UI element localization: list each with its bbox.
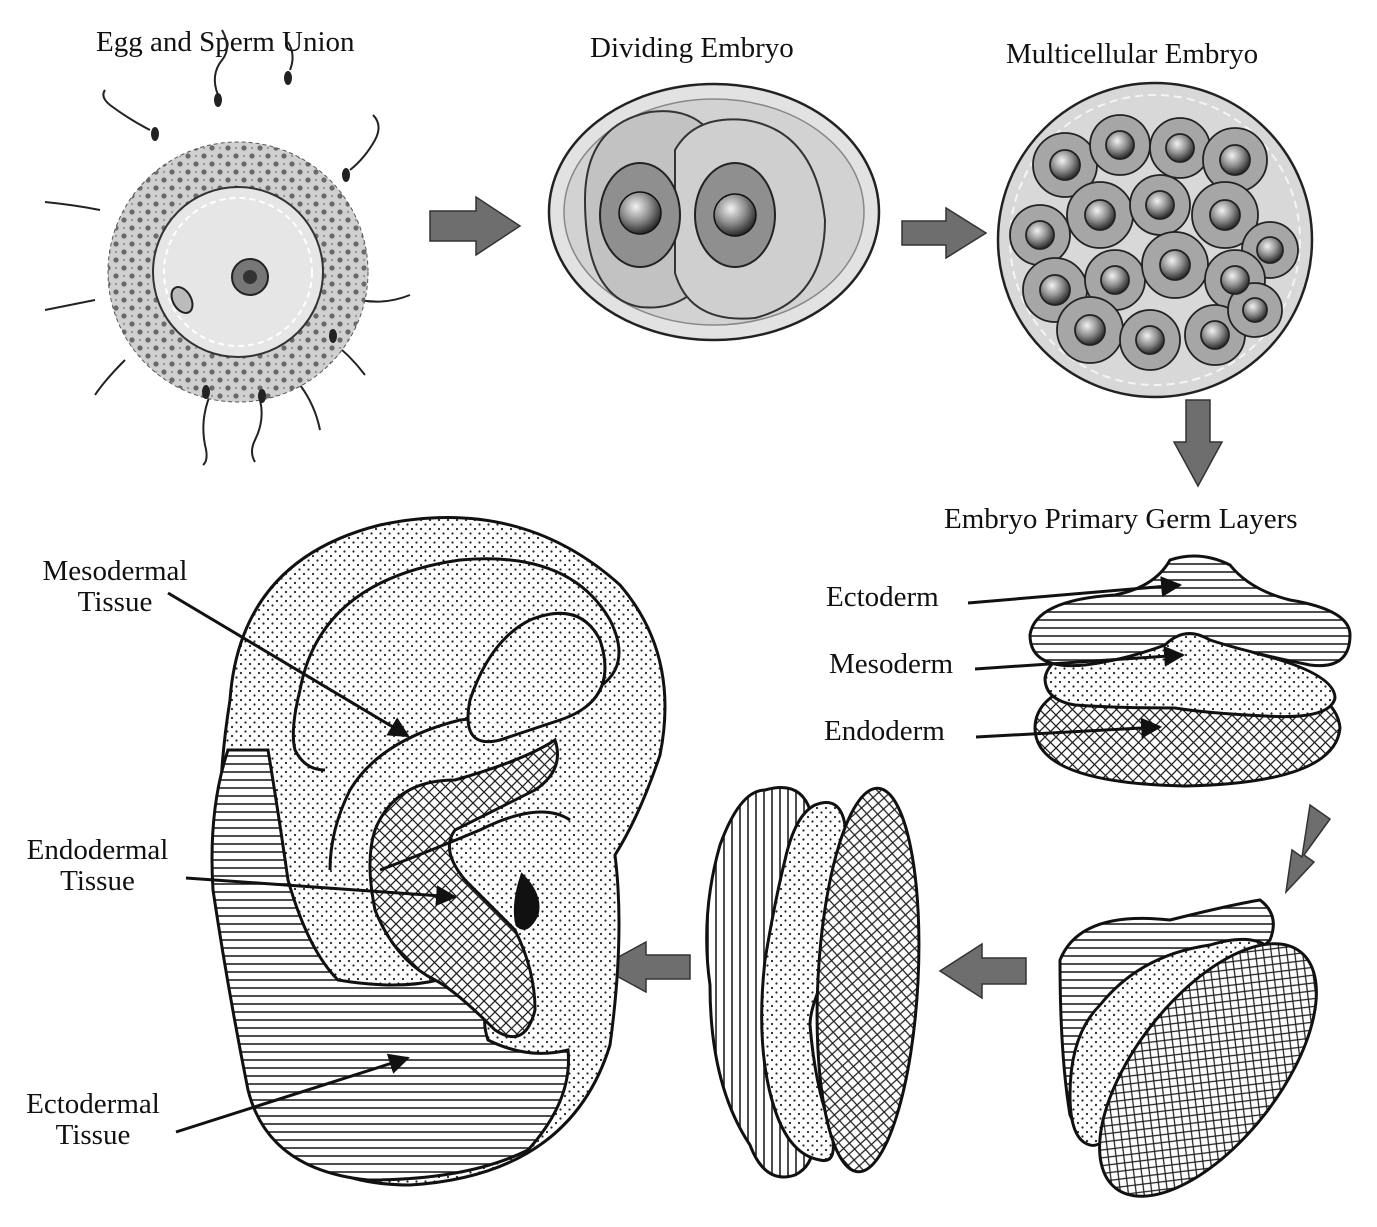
label-ectodermal-tissue: Ectodermal Tissue (8, 1090, 178, 1150)
ear-lobe-ectodermal (210, 748, 570, 1182)
stage-title-multicellular: Multicellular Embryo (1006, 38, 1259, 70)
dividing-embryo-illustration (547, 82, 881, 342)
label-endodermal-line1: Endodermal (26, 834, 169, 866)
vertical-endoderm (815, 786, 921, 1174)
label-mesodermal-line1: Mesodermal (42, 555, 188, 587)
folding-layers-illustration (1058, 898, 1318, 1198)
stage-arrow-6 (598, 940, 691, 994)
stage-arrow-3 (1172, 399, 1224, 488)
label-ectodermal-line1: Ectodermal (26, 1088, 160, 1120)
folding-endoderm (1098, 942, 1318, 1198)
label-mesodermal-tissue: Mesodermal Tissue (20, 557, 210, 617)
label-endodermal-line2: Tissue (60, 865, 135, 897)
germ-layer-ectoderm (1028, 554, 1352, 668)
stage-arrow-2 (901, 206, 988, 260)
label-endodermal-tissue: Endodermal Tissue (10, 836, 185, 896)
stage-title-germ-layers: Embryo Primary Germ Layers (944, 503, 1298, 535)
stage-title-dividing: Dividing Embryo (590, 32, 794, 64)
ear-concha-endodermal (368, 737, 559, 1039)
multicellular-embryo-illustration (996, 81, 1314, 399)
egg-sperm-illustration (44, 29, 411, 466)
ear-inner-helix (291, 689, 326, 772)
germ-layer-pointers (967, 576, 1186, 739)
embryo-cells (1009, 114, 1299, 371)
ear-scapha (466, 611, 607, 743)
ear-tragus (513, 872, 540, 930)
stage-arrow-4 (1284, 803, 1332, 895)
stage-arrow-1 (429, 195, 522, 257)
label-ectodermal-line2: Tissue (55, 1119, 131, 1151)
vertical-layers-illustration (705, 786, 921, 1179)
label-mesodermal-line2: Tissue (77, 586, 153, 618)
label-ectoderm: Ectoderm (826, 581, 939, 613)
ear-pointers (167, 591, 458, 1134)
sperm-tails (44, 29, 411, 466)
germ-layers-illustration (1028, 554, 1352, 788)
stage-arrow-5 (938, 942, 1027, 1000)
ear-helix-crus (379, 810, 571, 872)
label-endoderm: Endoderm (824, 715, 945, 747)
stage-title-egg-sperm: Egg and Sperm Union (96, 26, 355, 58)
label-mesoderm: Mesoderm (829, 648, 954, 680)
sperm-heads (151, 71, 350, 403)
ear-illustration (210, 516, 667, 1187)
